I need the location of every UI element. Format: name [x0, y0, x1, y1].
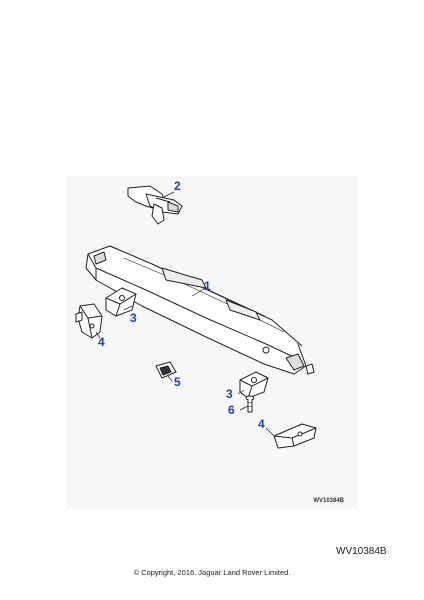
exploded-parts-diagram: 2 1 3 4 5 3 6 4 WV10384B — [66, 176, 358, 510]
diagram-panel-code: WV10384B — [313, 498, 344, 504]
part-6-screw — [245, 395, 255, 413]
callout-1: 1 — [204, 279, 211, 293]
part-3-mounting-block-left — [105, 287, 137, 317]
callout-3-upper: 3 — [130, 311, 137, 325]
callout-6: 6 — [228, 403, 235, 417]
reference-code: WV10384B — [336, 546, 387, 557]
part-5-rubber-pad — [155, 361, 177, 379]
callout-3-lower: 3 — [226, 387, 233, 401]
callout-4-left: 4 — [98, 335, 105, 349]
part-4-bracket-left — [75, 303, 103, 339]
part-2-latch-assembly — [127, 185, 183, 225]
part-1-cross-rail — [85, 245, 315, 375]
part-3-mounting-block-right — [239, 371, 269, 399]
callout-5: 5 — [174, 375, 181, 389]
parts-illustration — [75, 185, 317, 449]
part-4-bracket-right — [273, 423, 317, 449]
callout-2: 2 — [174, 179, 181, 193]
callout-4-right: 4 — [258, 417, 265, 431]
copyright-notice: © Copyright, 2016. Jaguar Land Rover Lim… — [133, 568, 291, 577]
leader-lines — [95, 191, 275, 437]
